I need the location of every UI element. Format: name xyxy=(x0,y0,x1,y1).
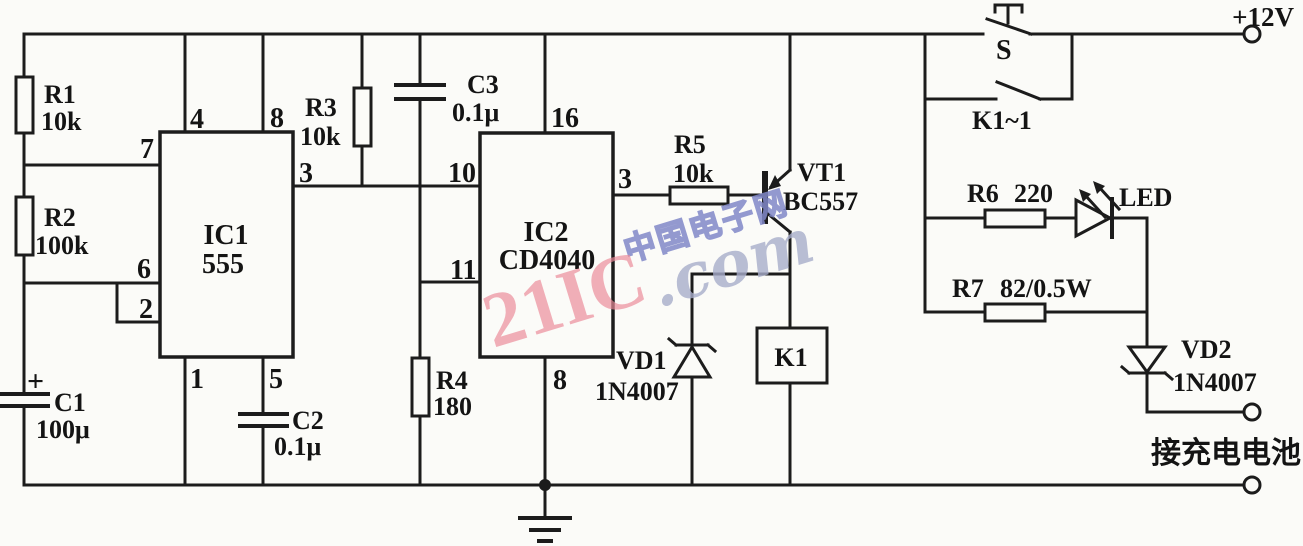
ic1-pin-3: 3 xyxy=(299,158,313,189)
switch-s xyxy=(985,3,1033,36)
label-vt1: VT1 xyxy=(797,158,846,187)
label-k1-1: K1~1 xyxy=(972,106,1032,135)
terminal-battery-positive xyxy=(1242,402,1262,422)
label-r2: R2 xyxy=(44,203,76,232)
resistor-r4 xyxy=(410,356,431,487)
polarity-c1: + xyxy=(27,365,44,398)
diode-vd2 xyxy=(1119,216,1246,414)
part-vd2: 1N4007 xyxy=(1173,368,1257,397)
terminal-battery-negative xyxy=(1242,475,1262,495)
value-r2: 100k xyxy=(35,231,89,260)
value-r7: 82/0.5W xyxy=(1000,274,1092,303)
ic2-pin-10: 10 xyxy=(448,158,476,189)
ic1-part: 555 xyxy=(202,249,244,280)
value-r5: 10k xyxy=(673,159,714,188)
value-r3: 10k xyxy=(300,122,341,151)
resistor-r2 xyxy=(14,195,35,396)
label-r4: R4 xyxy=(436,366,468,395)
ic1-pin-8: 8 xyxy=(270,103,284,134)
resistor-r5 xyxy=(611,185,765,206)
relay-contact-k1-1 xyxy=(923,32,1074,101)
transistor-vt1 xyxy=(762,32,793,330)
label-vd2: VD2 xyxy=(1181,335,1232,364)
terminal-plus12v xyxy=(1242,24,1262,44)
ground-icon xyxy=(518,483,572,543)
label-c3: C3 xyxy=(467,70,499,99)
label-k1: K1 xyxy=(774,343,807,372)
ic2-pin-16: 16 xyxy=(551,103,579,134)
label-vd1: VD1 xyxy=(616,346,667,375)
ic1-name: IC1 xyxy=(203,220,248,251)
diode-vd1 xyxy=(666,272,792,487)
label-c2: C2 xyxy=(292,406,324,435)
value-r6: 220 xyxy=(1014,179,1053,208)
ic2-pin-11: 11 xyxy=(450,255,476,286)
ic2-name: IC2 xyxy=(523,217,568,248)
capacitor-c2 xyxy=(238,355,289,487)
label-r6: R6 xyxy=(967,179,999,208)
ic2-pin-8: 8 xyxy=(553,365,567,396)
ic2-pin-3: 3 xyxy=(618,164,632,195)
resistor-r1 xyxy=(14,32,35,199)
ic1-pin-5: 5 xyxy=(269,364,283,395)
ic1-body xyxy=(158,130,295,359)
label-battery-terminal: 接充电电池 xyxy=(1151,437,1301,470)
resistor-r7 xyxy=(923,302,1149,323)
resistor-r6 xyxy=(923,208,1078,229)
wire-pin2 xyxy=(115,281,162,324)
part-vt1: BC557 xyxy=(783,187,858,216)
led-icon xyxy=(1074,181,1149,239)
capacitor-c1 xyxy=(0,392,50,487)
ic2-part: CD4040 xyxy=(499,245,595,276)
ic1-pin-6: 6 xyxy=(137,254,151,285)
value-r4: 180 xyxy=(433,392,472,421)
ic1-pin-1: 1 xyxy=(190,364,204,395)
label-r5: R5 xyxy=(674,130,706,159)
label-c1: C1 xyxy=(54,388,86,417)
label-switch-s: S xyxy=(996,35,1012,66)
value-c3: 0.1μ xyxy=(452,98,500,127)
value-c1: 100μ xyxy=(36,415,90,444)
label-r7: R7 xyxy=(952,274,984,303)
ic1-pin-4: 4 xyxy=(190,104,204,135)
part-vd1: 1N4007 xyxy=(595,377,679,406)
ic1-pin-2: 2 xyxy=(139,294,153,325)
value-r1: 10k xyxy=(41,107,82,136)
capacitor-c3 xyxy=(394,32,446,360)
label-r3: R3 xyxy=(305,93,337,122)
label-r1: R1 xyxy=(44,80,76,109)
label-led: LED xyxy=(1119,183,1172,212)
label-supply-12v: +12V xyxy=(1232,2,1294,32)
ic1-pin-7: 7 xyxy=(140,134,154,165)
value-c2: 0.1μ xyxy=(274,432,322,461)
resistor-r3 xyxy=(352,32,373,188)
relay-coil-k1 xyxy=(755,326,829,487)
